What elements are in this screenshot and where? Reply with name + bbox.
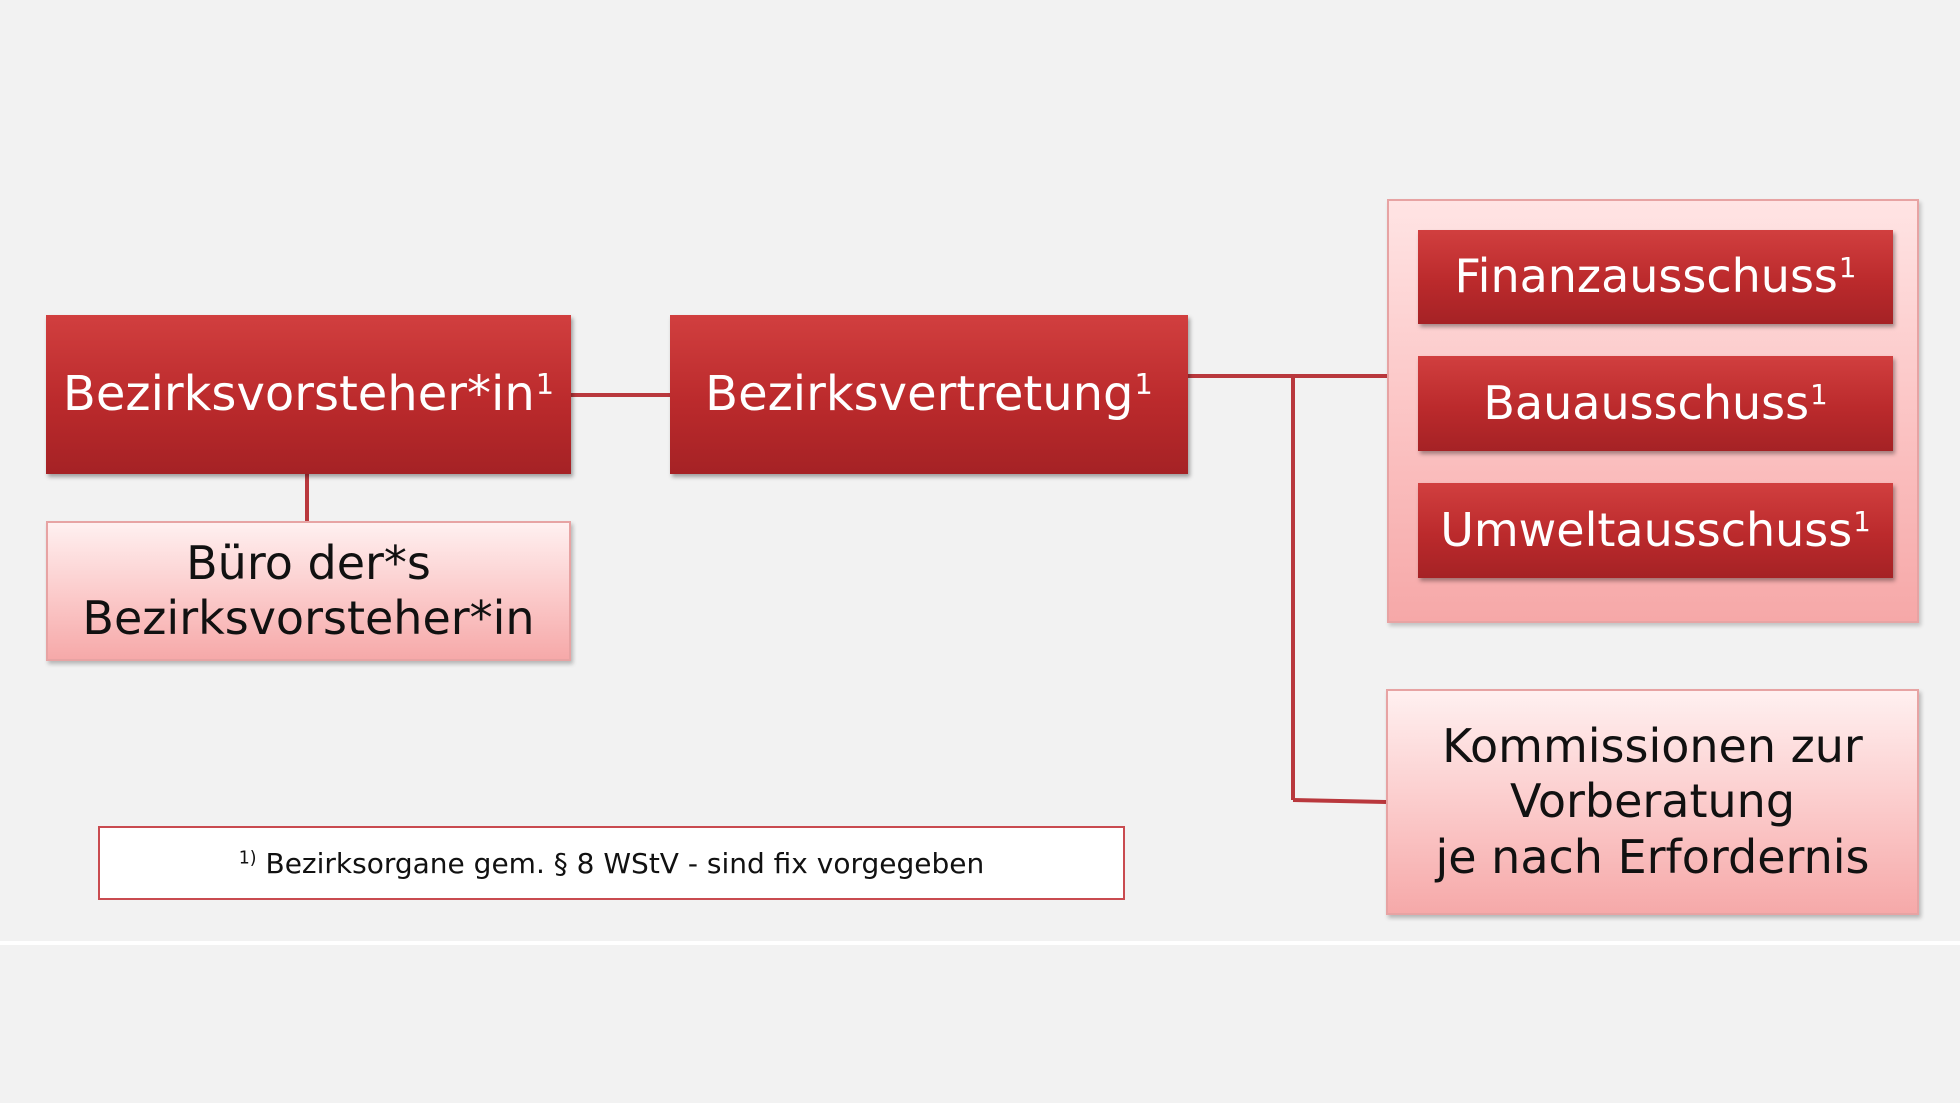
node-buero: Büro der*s Bezirksvorsteher*in	[46, 521, 571, 661]
node-buero-label: Büro der*s Bezirksvorsteher*in	[82, 535, 535, 645]
connector-trunk-kommissionen	[1292, 798, 1387, 804]
footnote-mark: 1	[535, 366, 555, 401]
node-kommissionen: Kommissionen zur Vorberatung je nach Erf…	[1386, 689, 1919, 915]
node-umweltausschuss: Umweltausschuss1	[1418, 483, 1893, 578]
node-kommissionen-label: Kommissionen zur Vorberatung je nach Erf…	[1435, 719, 1870, 884]
footnote-mark: 1	[1810, 377, 1828, 411]
divider	[0, 941, 1960, 945]
footnote-mark: 1	[1838, 251, 1857, 285]
node-bezirksvertretung: Bezirksvertretung1	[670, 315, 1188, 474]
node-bauausschuss: Bauausschuss1	[1418, 356, 1893, 451]
node-finanzausschuss-label: Finanzausschuss1	[1454, 249, 1857, 304]
footnote-text: 1) Bezirksorgane gem. § 8 WStV - sind fi…	[239, 847, 984, 880]
node-bauausschuss-label: Bauausschuss1	[1483, 375, 1828, 430]
footnote-mark: 1	[1853, 504, 1871, 538]
node-finanzausschuss: Finanzausschuss1	[1418, 230, 1893, 324]
node-umweltausschuss-label: Umweltausschuss1	[1440, 502, 1871, 557]
footnote-body: Bezirksorgane gem. § 8 WStV - sind fix v…	[256, 846, 985, 880]
footnote-marker: 1)	[238, 847, 257, 868]
footnote-box: 1) Bezirksorgane gem. § 8 WStV - sind fi…	[98, 826, 1125, 900]
node-bezirksvertretung-label: Bezirksvertretung1	[705, 365, 1153, 422]
footnote-mark: 1	[1134, 366, 1153, 401]
node-bezirksvorsteher: Bezirksvorsteher*in1	[46, 315, 571, 474]
node-bezirksvorsteher-label: Bezirksvorsteher*in1	[62, 365, 555, 422]
